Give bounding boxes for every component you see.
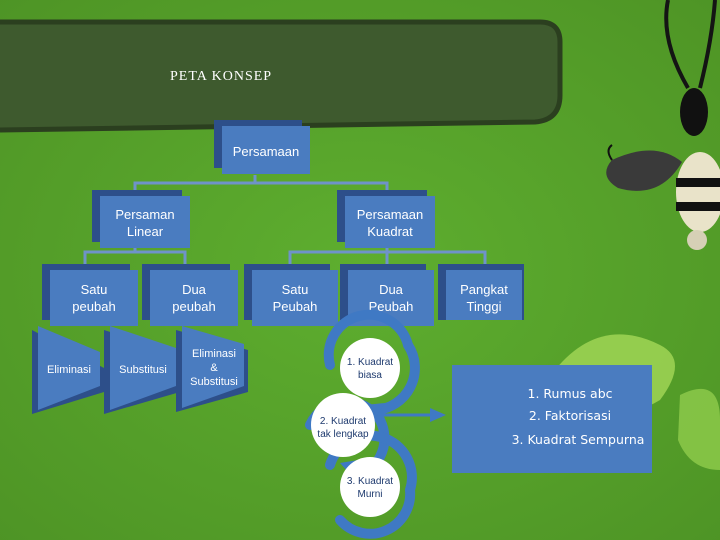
node-kuadrat-line1: Persamaan (357, 207, 423, 222)
kuadrat-taklengkap-line1: 2. Kuadrat (320, 416, 366, 427)
method-kuadrat-sempurna: 3. Kuadrat Sempurna (512, 432, 645, 447)
dua-peubah-kuadrat-line2: Peubah (369, 299, 414, 314)
node-substitusi[interactable]: Substitusi (104, 326, 180, 414)
header-outline (0, 19, 563, 133)
node-persamaan-linear[interactable]: Persaman Linear (92, 190, 190, 248)
pangkat-tinggi-line2: Tinggi (467, 299, 502, 314)
arrow-to-methods (382, 408, 446, 422)
kuadrat-murni-line2: Murni (357, 489, 382, 500)
elim-subs-line2: & (210, 362, 218, 374)
dua-peubah-kuadrat-line1: Dua (379, 282, 404, 297)
node-kuadrat-murni[interactable]: 3. Kuadrat Murni (340, 457, 400, 517)
node-persamaan-label: Persamaan (233, 144, 299, 159)
eliminasi-label: Eliminasi (47, 364, 91, 376)
node-satu-peubah-kuadrat[interactable]: Satu Peubah (244, 264, 338, 326)
kuadrat-taklengkap-line2: tak lengkap (317, 429, 369, 440)
node-linear-line1: Persaman (115, 207, 174, 222)
node-persamaan[interactable]: Persamaan (214, 120, 310, 174)
page-title: PETA KONSEP (170, 69, 272, 84)
leaf-decoration-right (678, 388, 720, 470)
dua-peubah-linear-line2: peubah (172, 299, 215, 314)
method-rumus-abc: 1. Rumus abc (528, 386, 613, 401)
dua-peubah-linear-line1: Dua (182, 282, 207, 297)
kuadrat-murni-line1: 3. Kuadrat (347, 476, 393, 487)
bee-illustration (606, 0, 720, 250)
substitusi-label: Substitusi (119, 364, 167, 376)
connectors (83, 175, 487, 266)
kuadrat-biasa-line2: biasa (358, 370, 382, 381)
node-eliminasi-substitusi[interactable]: Eliminasi & Substitusi (176, 326, 248, 412)
pangkat-tinggi-line1: Pangkat (460, 282, 508, 297)
elim-subs-line1: Eliminasi (192, 348, 236, 360)
node-pangkat-tinggi[interactable]: Pangkat Tinggi (438, 264, 524, 320)
header-band (0, 22, 560, 130)
kuadrat-biasa-line1: 1. Kuadrat (347, 357, 393, 368)
satu-peubah-linear-line1: Satu (81, 282, 108, 297)
node-kuadrat-biasa[interactable]: 1. Kuadrat biasa (340, 338, 400, 398)
elim-subs-line3: Substitusi (190, 376, 238, 388)
satu-peubah-linear-line2: peubah (72, 299, 115, 314)
node-eliminasi[interactable]: Eliminasi (32, 326, 104, 414)
node-dua-peubah-linear[interactable]: Dua peubah (142, 264, 238, 326)
swirl-arrow-head (365, 403, 385, 418)
node-kuadrat-tak-lengkap[interactable]: 2. Kuadrat tak lengkap (311, 393, 375, 457)
satu-peubah-kuadrat-line2: Peubah (273, 299, 318, 314)
node-persamaan-kuadrat[interactable]: Persamaan Kuadrat (337, 190, 435, 248)
satu-peubah-kuadrat-line1: Satu (282, 282, 309, 297)
node-kuadrat-line2: Kuadrat (367, 224, 413, 239)
node-satu-peubah-linear[interactable]: Satu peubah (42, 264, 138, 326)
node-linear-line2: Linear (127, 224, 164, 239)
methods-box[interactable]: 1. Rumus abc 2. Faktorisasi 3. Kuadrat S… (452, 365, 652, 473)
method-faktorisasi: 2. Faktorisasi (529, 408, 611, 423)
